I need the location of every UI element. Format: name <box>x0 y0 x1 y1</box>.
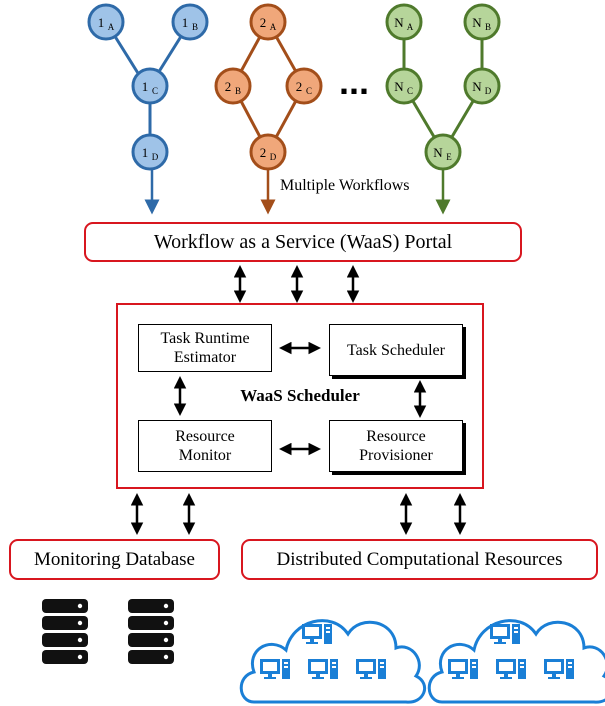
node-2d: 2 D <box>249 133 287 171</box>
database-icon-1 <box>42 599 88 664</box>
workflow-1-nodes: 1 A 1 B 1 C 1 D <box>87 3 209 171</box>
node-nd: N D <box>463 67 501 105</box>
svg-text:N: N <box>394 15 404 30</box>
svg-text:N: N <box>472 15 482 30</box>
node-2a: 2 A <box>249 3 287 41</box>
node-1a: 1 A <box>87 3 125 41</box>
svg-text:D: D <box>152 152 159 162</box>
svg-text:E: E <box>446 152 452 162</box>
svg-text:N: N <box>433 145 443 160</box>
node-1b: 1 B <box>171 3 209 41</box>
waas-portal: Workflow as a Service (WaaS) Portal <box>84 222 522 262</box>
node-1d: 1 D <box>131 133 169 171</box>
scheduler-bottom-arrows <box>130 493 467 535</box>
node-na: N A <box>385 3 423 41</box>
resource-provisioner: Resource Provisioner <box>329 420 463 472</box>
svg-text:N: N <box>472 79 482 94</box>
cloud-icon-1 <box>239 619 427 704</box>
svg-text:A: A <box>407 22 414 32</box>
task-scheduler: Task Scheduler <box>329 324 463 376</box>
svg-text:D: D <box>485 86 492 96</box>
svg-text:1: 1 <box>142 145 149 160</box>
node-nb: N B <box>463 3 501 41</box>
node-2b: 2 B <box>214 67 252 105</box>
multiple-workflows-label: Multiple Workflows <box>280 177 410 194</box>
database-icon-2 <box>128 599 174 664</box>
node-2c: 2 C <box>285 67 323 105</box>
waas-scheduler-title: WaaS Scheduler <box>240 386 360 405</box>
svg-text:2: 2 <box>296 79 303 94</box>
svg-text:C: C <box>407 86 413 96</box>
svg-text:2: 2 <box>260 145 267 160</box>
waas-scheduler: Task Runtime Estimator Task Scheduler Wa… <box>116 303 484 489</box>
cloud-icon-2 <box>427 619 605 704</box>
svg-text:C: C <box>306 86 312 96</box>
portal-scheduler-arrows <box>233 265 360 303</box>
svg-text:1: 1 <box>182 15 189 30</box>
scheduler-internal-arrows <box>173 341 427 456</box>
resource-monitor: Resource Monitor <box>138 420 272 472</box>
svg-text:C: C <box>152 86 158 96</box>
workflow-2-nodes: 2 A 2 B 2 C 2 D <box>214 3 323 171</box>
svg-text:A: A <box>270 22 277 32</box>
workflow-n-nodes: N A N B N C N D N E <box>385 3 501 171</box>
svg-text:B: B <box>485 22 491 32</box>
svg-text:N: N <box>394 79 404 94</box>
svg-text:1: 1 <box>142 79 149 94</box>
node-1c: 1 C <box>131 67 169 105</box>
distributed-computational-resources: Distributed Computational Resources <box>241 539 598 580</box>
svg-text:1: 1 <box>98 15 105 30</box>
monitoring-database: Monitoring Database <box>9 539 220 580</box>
node-nc: N C <box>385 67 423 105</box>
svg-text:2: 2 <box>260 15 267 30</box>
node-ne: N E <box>424 133 462 171</box>
svg-text:B: B <box>235 86 241 96</box>
workflow-ellipsis: ... <box>339 61 369 102</box>
task-runtime-estimator: Task Runtime Estimator <box>138 324 272 372</box>
svg-text:2: 2 <box>225 79 232 94</box>
svg-text:A: A <box>108 22 115 32</box>
svg-text:D: D <box>270 152 277 162</box>
svg-text:B: B <box>192 22 198 32</box>
